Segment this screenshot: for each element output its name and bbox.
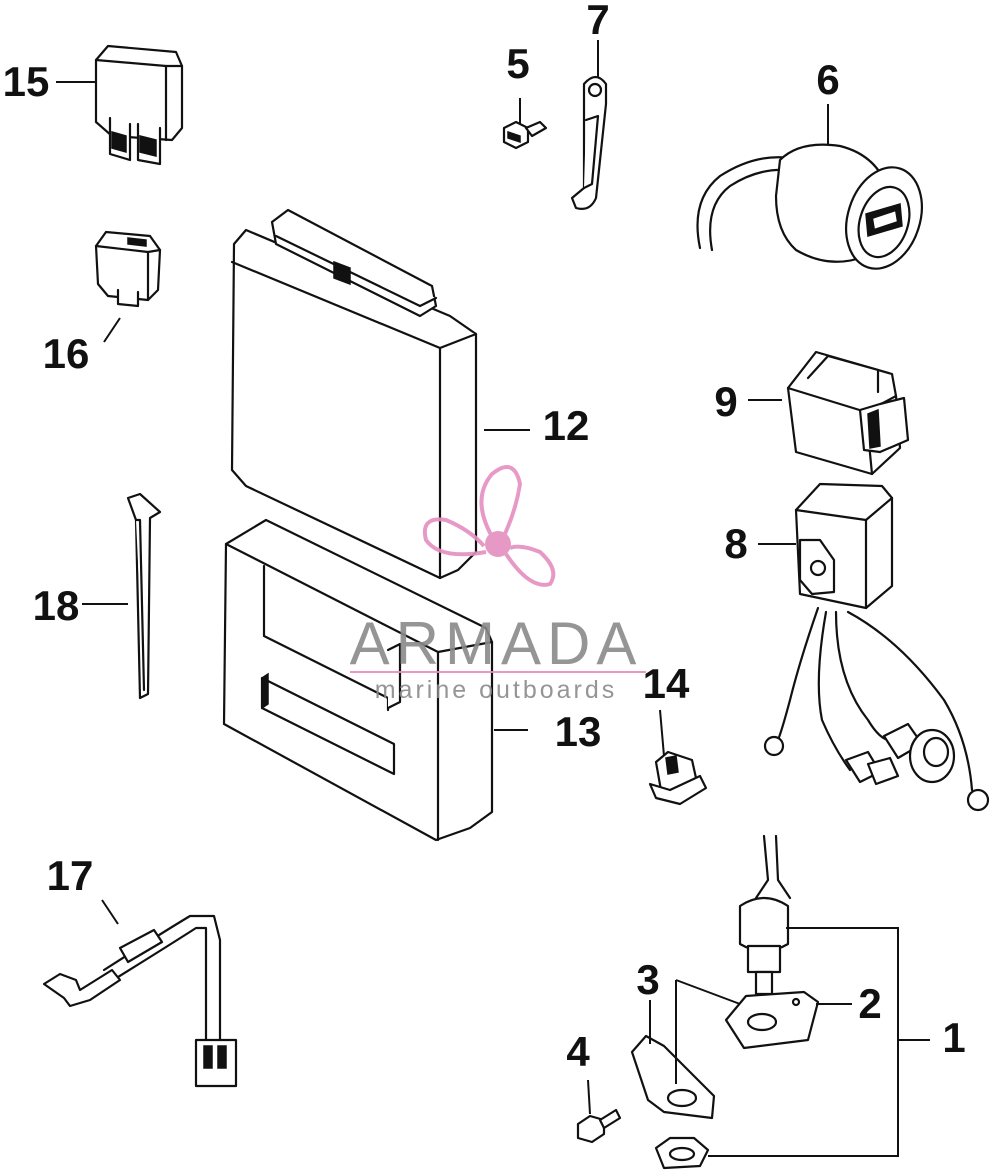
callout-1: 1: [942, 1014, 965, 1061]
part-5-screw[interactable]: [502, 120, 548, 150]
watermark-tagline: marine outboards: [375, 676, 618, 704]
part-13-ecu-bracket[interactable]: [222, 518, 494, 842]
leader-lines: [56, 40, 930, 1157]
watermark-brand: ARMADA: [350, 610, 643, 677]
part-12-ecu[interactable]: [230, 208, 478, 580]
part-9-cover[interactable]: [786, 350, 910, 476]
callout-18-label: 18: [33, 582, 80, 629]
part-4-bolt[interactable]: [576, 1108, 622, 1144]
part-8-rectifier[interactable]: [763, 482, 990, 812]
callout-labels: 15 16 5 7 6 12 9 8 18 14 13 17 3 2 1 4: [3, 0, 966, 1075]
callout-14: 14: [643, 660, 690, 707]
part-1-sensor[interactable]: [738, 834, 792, 996]
part-16-small-relay[interactable]: [94, 230, 162, 308]
callout-2: 2: [858, 980, 881, 1027]
part-6-main-switch[interactable]: [696, 143, 935, 279]
callout-13: 13: [555, 708, 602, 755]
callout-16: 16: [43, 330, 90, 377]
part-2-plate[interactable]: [724, 990, 820, 1050]
part-14-clip[interactable]: [648, 750, 708, 806]
callout-8: 8: [724, 520, 747, 567]
part-17-lead-wire[interactable]: [42, 914, 238, 1088]
part-1-nut[interactable]: [654, 1136, 710, 1170]
propeller-icon: [423, 464, 556, 587]
callout-7: 7: [586, 0, 609, 43]
callout-17-text: 17: [47, 852, 94, 899]
callout-12: 12: [543, 402, 590, 449]
armada-watermark: ARMADA marine outboards: [350, 464, 646, 704]
part-18-cable-tie[interactable]: [126, 492, 162, 700]
callout-5: 5: [506, 40, 529, 87]
callout-9: 9: [714, 378, 737, 425]
part-15-relay[interactable]: [94, 44, 184, 166]
callout-6: 6: [816, 56, 839, 103]
callout-3: 3: [636, 956, 659, 1003]
callout-4: 4: [566, 1028, 590, 1075]
callout-15: 15: [3, 58, 50, 105]
part-3-bracket[interactable]: [630, 1034, 716, 1120]
part-7-bracket[interactable]: [570, 75, 608, 210]
